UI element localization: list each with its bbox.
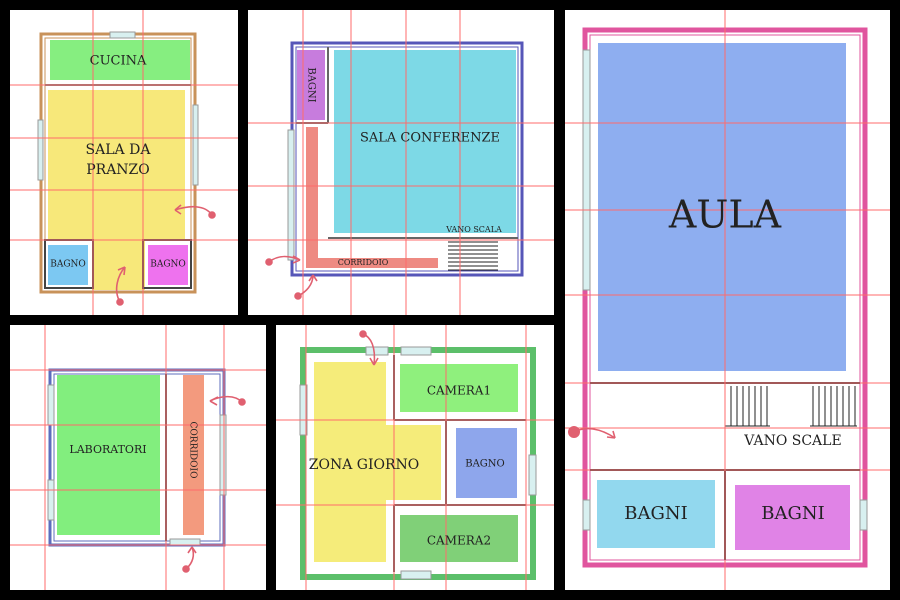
room-bagni xyxy=(297,50,325,120)
label-bagno: BAGNO xyxy=(465,459,505,470)
label-bagno-right: BAGNO xyxy=(150,260,186,270)
room-bagno-left xyxy=(48,245,88,285)
room-camera1 xyxy=(400,364,518,412)
floorplan-panel-4: LABORATORI CORRIDOIO xyxy=(10,325,266,590)
entrance-arrow-icon xyxy=(174,204,216,219)
entrance-arrow-icon xyxy=(568,426,616,439)
label-sala-conferenze: SALA CONFERENZE xyxy=(360,131,500,146)
stairs-icon xyxy=(448,241,498,271)
label-bagni: BAGNI xyxy=(306,67,317,102)
label-bagni-left: BAGNI xyxy=(624,503,687,524)
label-sala-line2: PRANZO xyxy=(86,162,150,178)
floorplan-panel-3: AULA VANO SCALE BAGNI BAGNI xyxy=(565,10,890,590)
floorplan-panel-1: CUCINA SALA DA PRANZO BAGNO BAGNO xyxy=(10,10,238,315)
room-bagno-right xyxy=(148,245,188,285)
label-camera2: CAMERA2 xyxy=(427,534,491,548)
label-aula: AULA xyxy=(668,193,782,237)
entrance-arrow-icon xyxy=(265,255,301,266)
floorplan-panel-5: CAMERA1 ZONA GIORNO BAGNO CAMERA2 xyxy=(276,325,554,590)
room-bagno xyxy=(456,428,517,498)
floorplan-panel-2: BAGNI SALA CONFERENZE VANO SCALA CORRIDO… xyxy=(248,10,554,315)
label-vano-scale: VANO SCALE xyxy=(743,433,841,449)
room-zona-giorno xyxy=(314,362,441,562)
label-corridoio: CORRIDOIO xyxy=(188,422,198,479)
room-laboratori xyxy=(57,375,160,535)
entrance-arrow-icon xyxy=(209,395,246,406)
label-camera1: CAMERA1 xyxy=(427,384,491,398)
room-sala-conferenze xyxy=(334,50,516,233)
label-vano-scala: VANO SCALA xyxy=(445,225,502,234)
label-corridoio: CORRIDOIO xyxy=(338,258,389,267)
label-cucina: CUCINA xyxy=(90,54,147,69)
room-camera2 xyxy=(400,515,518,562)
label-zona-giorno: ZONA GIORNO xyxy=(309,457,419,473)
entrance-arrow-icon xyxy=(115,266,126,306)
room-bagni-right xyxy=(735,485,850,550)
label-bagno-left: BAGNO xyxy=(50,260,86,270)
entrance-arrow-icon xyxy=(182,546,197,573)
stairs-icon xyxy=(724,386,857,427)
label-laboratori: LABORATORI xyxy=(69,443,146,456)
entrance-arrow-icon xyxy=(294,274,318,300)
label-sala-line1: SALA DA xyxy=(86,142,152,158)
label-bagni-right: BAGNI xyxy=(761,503,824,524)
corridor-orange xyxy=(183,375,204,535)
entrance-arrow-icon xyxy=(359,330,379,366)
room-bagni-left xyxy=(597,480,715,548)
room-cucina xyxy=(50,40,190,80)
room-aula xyxy=(598,43,846,371)
